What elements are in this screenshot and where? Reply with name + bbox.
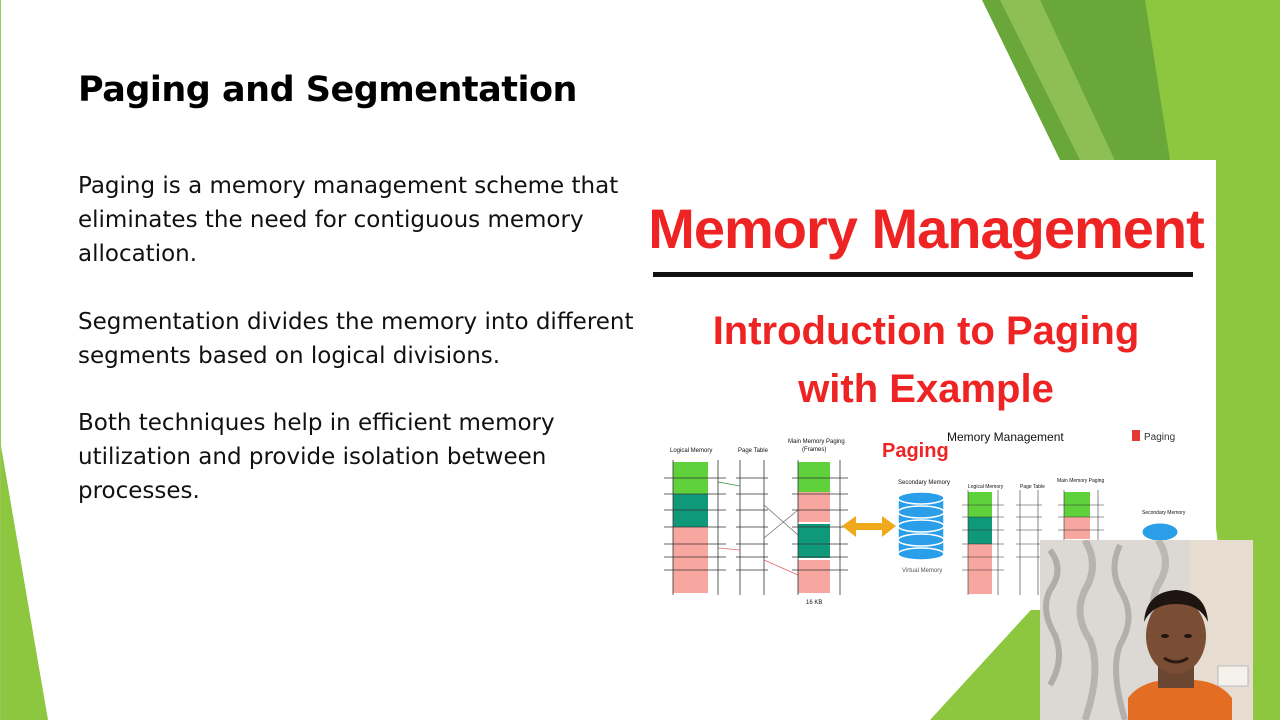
secondary-memory-label: Secondary Memory (898, 480, 951, 486)
small-logical-memory-column (962, 490, 1004, 595)
secondary-memory-disk-icon (897, 491, 945, 561)
virtual-memory-label: Virtual Memory (902, 568, 943, 574)
main-memory-label: Main Memory Paging (788, 439, 845, 445)
green-left-edge (0, 440, 48, 720)
small-page-table-column (1016, 490, 1042, 595)
thumbnail-image: Memory Management Introduction to Paging… (636, 160, 1216, 610)
thumbnail-subheading-line1: Introduction to Paging (712, 309, 1140, 353)
small-tag: Paging (1144, 432, 1176, 443)
green-triangle-bottom (930, 600, 1040, 720)
document-icon (1132, 430, 1140, 441)
thumbnail-subheading-line2: with Example (798, 367, 1054, 411)
double-arrow (842, 516, 896, 537)
small-logical-memory-label: Logical Memory (968, 484, 1004, 490)
mapping-lines (717, 481, 799, 576)
paragraph-segmentation: Segmentation divides the memory into dif… (78, 309, 634, 369)
small-page-table-label: Page Table (1020, 484, 1045, 490)
slide-title: Paging and Segmentation (78, 70, 577, 110)
small-main-memory-column (1058, 490, 1104, 540)
thumbnail-subheading: Introduction to Paging with Example (636, 302, 1216, 418)
webcam-overlay (1040, 540, 1253, 720)
paragraph-both: Both techniques help in efficient memory… (78, 410, 555, 504)
paragraph-paging: Paging is a memory management scheme tha… (78, 173, 619, 267)
small-disk-icon (1141, 522, 1179, 542)
page-table-label: Page Table (738, 448, 768, 454)
small-heading: Memory Management (947, 430, 1064, 444)
logical-memory-column (664, 460, 726, 595)
main-memory-column (792, 460, 848, 595)
frames-label: (Frames) (802, 447, 827, 453)
size-label: 16 KB (806, 600, 823, 606)
paging-diagram (664, 430, 1179, 595)
thumbnail-heading: Memory Management (648, 197, 1205, 260)
paging-label: Paging (882, 440, 949, 462)
page-table-column (736, 460, 768, 595)
presenter-video (1040, 540, 1253, 720)
small-secondary-memory-label: Secondary Memory (1142, 510, 1186, 516)
small-main-memory-label: Main Memory Paging (1057, 478, 1105, 484)
logical-memory-label: Logical Memory (670, 448, 713, 454)
thumbnail-divider (653, 272, 1193, 277)
